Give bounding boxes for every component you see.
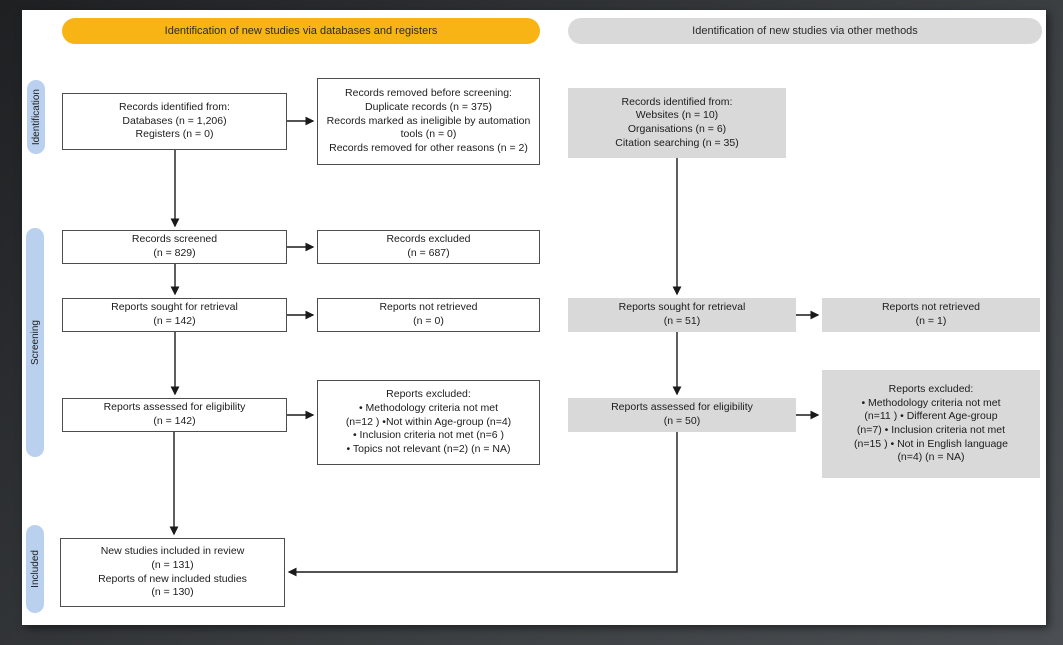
box-reports-not-retrieved-other: Reports not retrieved (n = 1) (822, 298, 1040, 332)
box-reports-excluded-other: Reports excluded: • Methodology criteria… (822, 370, 1040, 478)
box-records-screened: Records screened (n = 829) (62, 230, 287, 264)
box-reports-sought-other: Reports sought for retrieval (n = 51) (568, 298, 796, 332)
stage-label-included: Included (26, 525, 44, 613)
stage-label-screening: Screening (26, 228, 44, 457)
box-reports-assessed-databases: Reports assessed for eligibility (n = 14… (62, 398, 287, 432)
prisma-flow-diagram-page: Identification of new studies via databa… (22, 10, 1046, 625)
stage-label-identification: Identification (27, 80, 45, 154)
box-reports-sought-databases: Reports sought for retrieval (n = 142) (62, 298, 287, 332)
box-records-identified-other: Records identified from: Websites (n = 1… (568, 88, 786, 158)
box-new-studies-included: New studies included in review (n = 131)… (60, 538, 285, 607)
box-records-identified-databases: Records identified from: Databases (n = … (62, 93, 287, 150)
box-records-excluded: Records excluded (n = 687) (317, 230, 540, 264)
header-other-methods: Identification of new studies via other … (568, 18, 1042, 44)
box-reports-assessed-other: Reports assessed for eligibility (n = 50… (568, 398, 796, 432)
box-reports-excluded-databases: Reports excluded: • Methodology criteria… (317, 380, 540, 465)
header-databases-registers: Identification of new studies via databa… (62, 18, 540, 44)
box-records-removed-before-screening: Records removed before screening: Duplic… (317, 78, 540, 165)
box-reports-not-retrieved-databases: Reports not retrieved (n = 0) (317, 298, 540, 332)
